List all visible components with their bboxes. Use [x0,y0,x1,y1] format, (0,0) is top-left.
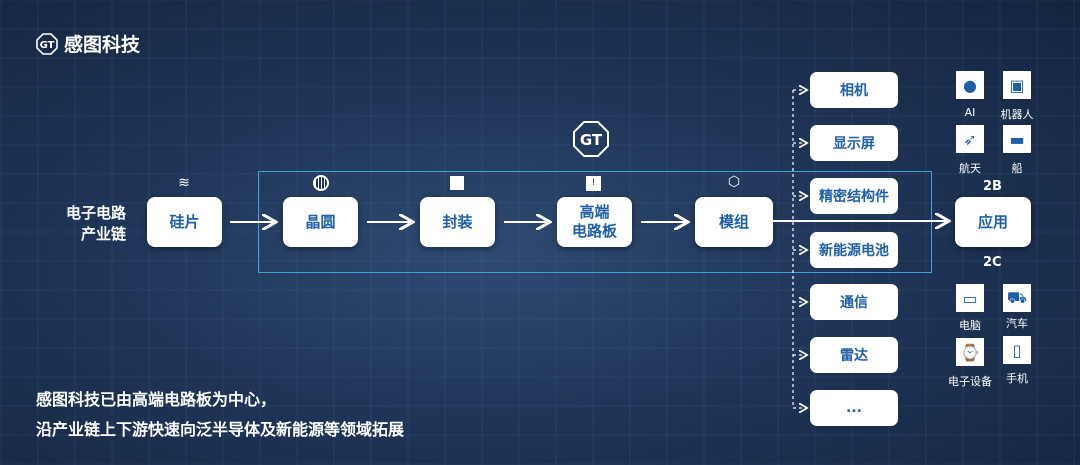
cube-icon: ⬡ [727,174,741,190]
circuit-board-icon: ⵑ [586,176,601,191]
brand-name: 感图科技 [64,34,141,56]
flow-step-silicon[interactable]: 硅片 [147,197,222,247]
car-icon: ⛟ [1003,284,1031,312]
chip-icon [450,176,464,190]
module-precision-parts[interactable]: 精密结构件 [810,178,898,214]
flow-step-label: 高端 [579,203,610,222]
ai-head-icon: ● [956,71,984,99]
chain-label: 电子电路 产业链 [40,203,126,245]
module-radar[interactable]: 雷达 [810,337,898,373]
to-c-label: 2C [983,255,1002,270]
module-display[interactable]: 显示屏 [810,125,898,161]
chain-label-line: 产业链 [80,225,126,243]
layers-icon: ≋ [178,175,190,191]
flow-step-packaging[interactable]: 封装 [420,197,495,247]
flow-step-pcb[interactable]: 高端电路板 [557,197,632,247]
icon-label: 航天 [959,162,981,175]
icon-label: 电脑 [959,319,981,332]
chain-label-line: 电子电路 [65,204,126,222]
application-box[interactable]: 应用 [955,197,1031,247]
flow-step-label: 模组 [718,212,749,231]
to-b-label: 2B [983,179,1002,194]
module-label: 精密结构件 [819,189,889,205]
module-label: 相机 [840,83,868,99]
caption-line: 感图科技已由高端电路板为中心， [36,390,277,409]
smartwatch-icon: ⌚ [956,338,984,366]
module-more[interactable]: ... [810,390,898,426]
caption: 感图科技已由高端电路板为中心， 沿产业链上下游快速向泛半导体及新能源等领域拓展 [36,385,404,445]
phone-icon: ▯ [1003,336,1031,364]
icon-label: 电子设备 [948,375,992,388]
wafer-icon [313,175,329,191]
module-label: 雷达 [840,348,868,364]
rocket-icon: ➶ [956,125,984,153]
module-label: 通信 [840,295,868,311]
module-label: 新能源电池 [819,243,889,259]
module-label: 显示屏 [833,136,875,152]
icon-label: 船 [1011,162,1023,175]
robot-icon: ▣ [1003,71,1031,99]
flow-step-label: 硅片 [169,212,200,231]
svg-text:GT: GT [40,40,55,51]
svg-text:GT: GT [580,131,603,149]
flow-step-label: 晶圆 [305,212,336,231]
monitor-icon: ▭ [956,284,984,312]
icon-label: 机器人 [1000,108,1034,121]
flow-step-module[interactable]: 模组 [695,197,773,247]
module-label: ... [846,400,862,416]
module-communication[interactable]: 通信 [810,284,898,320]
caption-line: 沿产业链上下游快速向泛半导体及新能源等领域拓展 [36,420,405,439]
application-label: 应用 [977,212,1008,231]
icon-label: AI [964,106,976,119]
center-gt-logo-icon: GT [573,121,609,157]
ship-icon: ▬ [1003,125,1031,153]
icon-label: 汽车 [1006,317,1028,330]
module-camera[interactable]: 相机 [810,72,898,108]
flow-step-label: 电路板 [571,222,617,240]
brand-logo: GT 感图科技 [36,30,140,57]
icon-label: 手机 [1006,372,1028,385]
flow-step-label: 封装 [442,212,473,231]
flow-step-wafer[interactable]: 晶圆 [283,197,358,247]
module-battery[interactable]: 新能源电池 [810,232,898,268]
gt-logo-icon: GT [36,32,58,55]
